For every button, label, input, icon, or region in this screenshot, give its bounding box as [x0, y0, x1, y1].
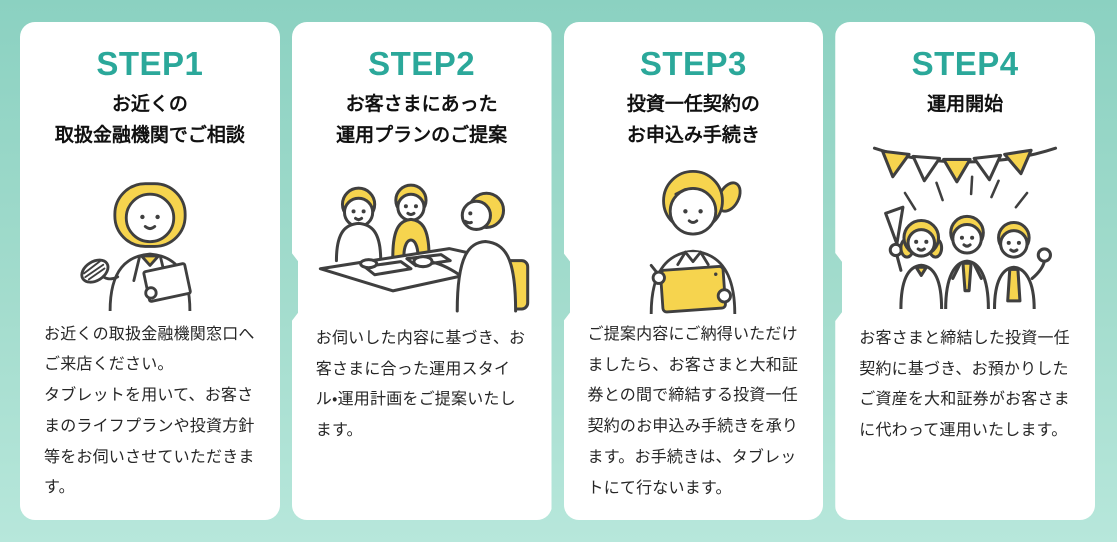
- step-card-3: STEP3 投資一任契約の お申込み手続き: [563, 22, 824, 520]
- step-card-4: STEP4 運用開始: [835, 22, 1095, 520]
- advisor-woman-greeting-illustration: [80, 182, 192, 312]
- step1-title: お近くの 取扱金融機関でご相談: [20, 90, 280, 151]
- step1-description: お近くの取扱金融機関窓口へご来店ください。 タブレットを用いて、お客さまのライフ…: [44, 325, 255, 497]
- step4-label: STEP4: [911, 45, 1019, 82]
- step-card-1: STEP1 お近くの 取扱金融機関でご相談: [20, 22, 280, 520]
- step2-title-line2: 運用プランのご提案: [336, 124, 508, 146]
- step4-description: お客さまと締結した投資一任契約に基づき、お預かりしたご資産を大和証券がお客さまに…: [859, 330, 1070, 440]
- step2-description: お伺いした内容に基づき、お客さまに合った運用スタイル・運用計画をご提案いたします…: [315, 330, 526, 440]
- step2-title: お客さまにあった 運用プランのご提案: [292, 90, 552, 151]
- consultation-meeting-illustration: [318, 183, 529, 313]
- steps-row: STEP1 お近くの 取扱金融機関でご相談: [20, 22, 1095, 520]
- step3-title: 投資一任契約の お申込み手続き: [564, 90, 824, 151]
- step3-description: ご提案内容にご納得いただけましたら、お客さまと大和証券との間で締結する投資一任契…: [587, 325, 799, 497]
- step-card-2: STEP2 お客さまにあった 運用プランのご提案: [291, 22, 552, 520]
- step3-illustration-wrap: [564, 151, 824, 320]
- step3-label: STEP3: [639, 45, 747, 82]
- step3-title-line1: 投資一任契約の: [626, 94, 760, 116]
- step3-title-line2: お申込み手続き: [626, 124, 760, 146]
- step1-title-line1: お近くの: [111, 94, 188, 116]
- step2-title-line1: お客さまにあった: [345, 94, 498, 116]
- woman-with-tablet-illustration: [650, 169, 742, 314]
- step4-title: 運用開始: [835, 90, 1095, 120]
- step1-label: STEP1: [96, 45, 204, 82]
- team-celebration-illustration: [873, 146, 1058, 309]
- step1-illustration-wrap: [20, 151, 280, 320]
- step1-title-line2: 取扱金融機関でご相談: [54, 124, 245, 146]
- step2-illustration-wrap: [292, 151, 552, 324]
- step4-title-line1: 運用開始: [927, 94, 1004, 116]
- step2-label: STEP2: [368, 45, 476, 82]
- step4-illustration-wrap: [835, 121, 1095, 324]
